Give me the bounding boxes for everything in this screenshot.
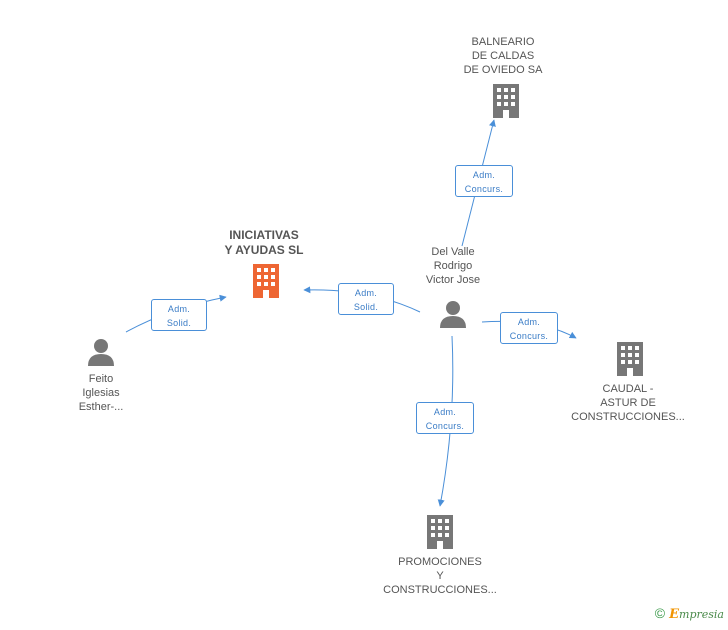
node-label-feito[interactable]: Feito Iglesias Esther-...	[56, 372, 146, 414]
label-line: DE OVIEDO SA	[463, 64, 543, 76]
brand-logo-initial: E	[669, 607, 680, 622]
label-line: CAUDAL -	[602, 383, 654, 395]
node-label-balneario[interactable]: BALNEARIO DE CALDAS DE OVIEDO SA	[446, 35, 560, 77]
edge-label-iniciativas-feito[interactable]: Adm. Solid.	[151, 299, 207, 331]
brand-logo-text: mpresia	[679, 608, 724, 621]
copyright-symbol: ©	[654, 605, 666, 621]
label-line: Victor Jose	[425, 274, 481, 286]
label-line: Esther-...	[78, 401, 124, 413]
edge-role: Adm.	[433, 407, 457, 417]
label-line: PROMOCIONES	[398, 556, 482, 568]
edge-type: Concurs.	[464, 184, 504, 194]
edge-role: Adm.	[354, 288, 378, 298]
brand-footer: ©Empresia	[655, 605, 724, 622]
node-label-caudal[interactable]: CAUDAL - ASTUR DE CONSTRUCCIONES...	[566, 382, 690, 424]
person-icon[interactable]	[88, 339, 114, 366]
label-line: INICIATIVAS	[229, 228, 299, 242]
edge-role: Adm.	[517, 317, 541, 327]
edge-role: Adm.	[472, 170, 496, 180]
label-line: Feito	[88, 373, 114, 385]
building-icon[interactable]	[427, 515, 453, 549]
edge-role: Adm.	[167, 304, 191, 314]
label-line: Y	[436, 570, 444, 582]
label-line: Rodrigo	[433, 260, 473, 272]
building-icon[interactable]	[617, 342, 643, 376]
label-line: BALNEARIO	[471, 36, 535, 48]
label-line: ASTUR DE	[600, 397, 656, 409]
edge-label-promociones[interactable]: Adm. Concurs.	[416, 402, 474, 434]
label-line: Del Valle	[431, 246, 475, 258]
label-line: Y AYUDAS SL	[224, 243, 304, 257]
building-icon[interactable]	[493, 84, 519, 118]
edge-type: Concurs.	[509, 331, 549, 341]
label-line: DE CALDAS	[471, 50, 535, 62]
node-label-promociones[interactable]: PROMOCIONES Y CONSTRUCCIONES...	[378, 555, 502, 597]
edge-label-caudal[interactable]: Adm. Concurs.	[500, 312, 558, 344]
node-label-iniciativas[interactable]: INICIATIVAS Y AYUDAS SL	[206, 228, 322, 258]
person-icon[interactable]	[440, 301, 466, 328]
building-icon-highlight[interactable]	[253, 264, 279, 298]
edge-label-balneario[interactable]: Adm. Concurs.	[455, 165, 513, 197]
edge-type: Concurs.	[425, 421, 465, 431]
node-label-delvalle[interactable]: Del Valle Rodrigo Victor Jose	[406, 245, 500, 287]
label-line: Iglesias	[82, 387, 120, 399]
label-line: CONSTRUCCIONES...	[383, 584, 497, 596]
label-line: CONSTRUCCIONES...	[571, 411, 685, 423]
edge-label-iniciativas-dv[interactable]: Adm. Solid.	[338, 283, 394, 315]
edge-type: Solid.	[353, 302, 379, 312]
edge-type: Solid.	[166, 318, 192, 328]
